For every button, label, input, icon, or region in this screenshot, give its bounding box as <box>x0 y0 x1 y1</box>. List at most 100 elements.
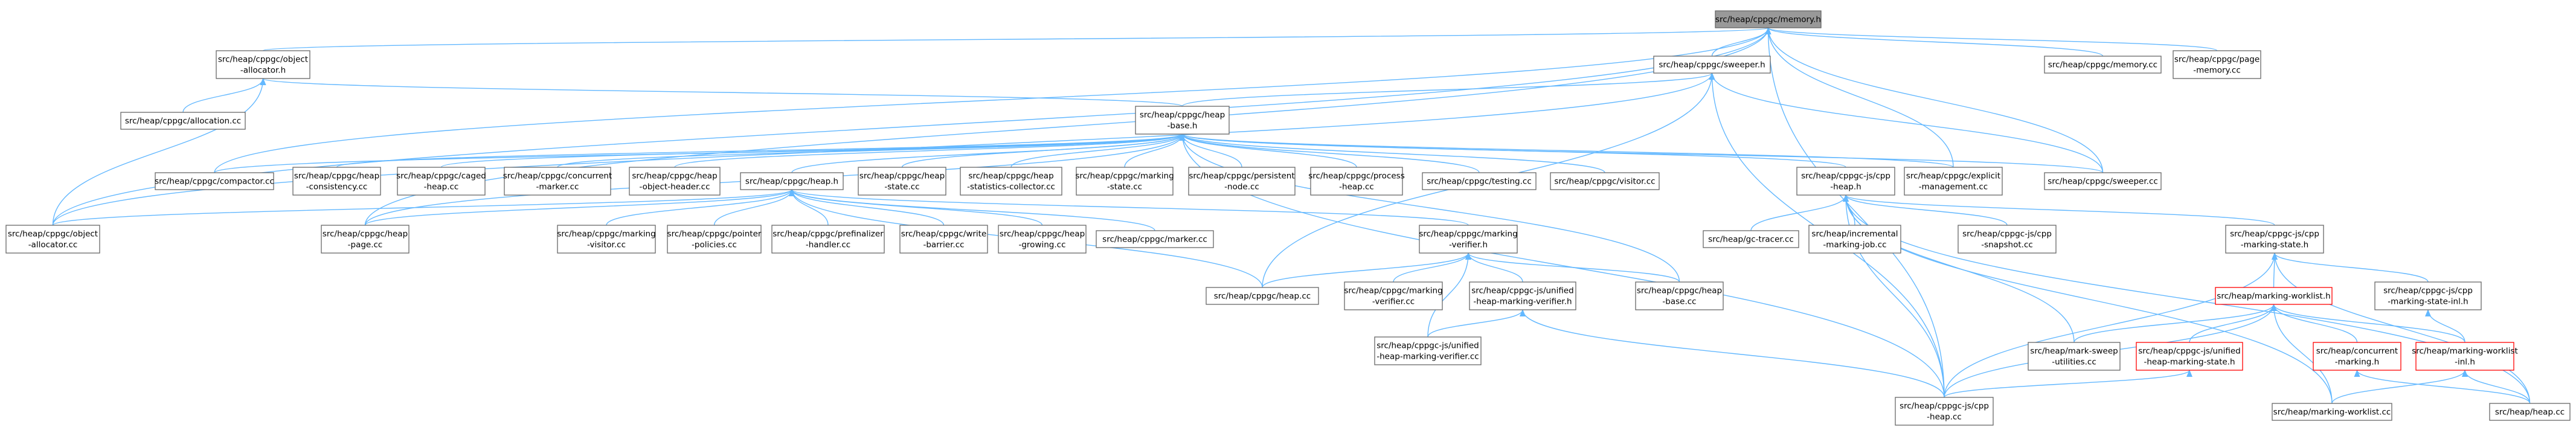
node-heap_page_cc[interactable]: src/heap/cppgc/heap-page.cc <box>321 225 410 254</box>
node-box[interactable] <box>1422 172 1537 190</box>
node-box[interactable] <box>1206 287 1319 305</box>
node-box[interactable] <box>1904 167 2003 196</box>
node-box[interactable] <box>321 225 410 254</box>
node-box[interactable] <box>2489 403 2571 421</box>
node-unified_verifier_h[interactable]: src/heap/cppgc-js/unified-heap-marking-v… <box>1469 281 1576 310</box>
node-marking_verifier_cc[interactable]: src/heap/cppgc/marking-verifier.cc <box>1344 281 1443 310</box>
node-box[interactable] <box>1310 167 1403 196</box>
node-visitor_cc[interactable]: src/heap/cppgc/visitor.cc <box>1550 172 1660 190</box>
node-box[interactable] <box>1653 56 1771 74</box>
node-mark_sweep_utilities_cc[interactable]: src/heap/mark-sweep-utilities.cc <box>2028 342 2121 371</box>
node-box[interactable] <box>998 225 1087 254</box>
node-sweeper_cc[interactable]: src/heap/cppgc/sweeper.cc <box>2044 172 2162 190</box>
node-unified_verifier_cc[interactable]: src/heap/cppgc-js/unified-heap-marking-v… <box>1374 336 1482 365</box>
node-cpp_marking_state_inl_h[interactable]: src/heap/cppgc-js/cpp-marking-state-inl.… <box>2374 281 2482 310</box>
node-box[interactable] <box>1374 336 1482 365</box>
node-marking_worklist_inl_h[interactable]: src/heap/marking-worklist-inl.h <box>2412 342 2518 371</box>
node-box[interactable] <box>1635 281 1724 310</box>
node-box[interactable] <box>858 167 946 196</box>
node-box[interactable] <box>2215 287 2333 305</box>
node-box[interactable] <box>899 225 988 254</box>
node-box[interactable] <box>2225 225 2324 254</box>
node-stats_collector_cc[interactable]: src/heap/cppgc/heap-statistics-collector… <box>960 167 1062 196</box>
node-pointer_policies_cc[interactable]: src/heap/cppgc/pointer-policies.cc <box>667 225 762 254</box>
node-heap_base_cc[interactable]: src/heap/cppgc/heap-base.cc <box>1635 281 1724 310</box>
node-box[interactable] <box>292 167 381 196</box>
node-incremental_marking_job_cc[interactable]: src/heap/incremental-marking-job.cc <box>1808 225 1901 254</box>
node-heap_base_h[interactable]: src/heap/cppgc/heap-base.h <box>1135 106 1230 135</box>
node-box[interactable] <box>1958 225 2057 254</box>
node-box[interactable] <box>2044 172 2162 190</box>
node-object_header_cc[interactable]: src/heap/cppgc/heap-object-header.cc <box>629 167 721 196</box>
node-heap_consistency_cc[interactable]: src/heap/cppgc/heap-consistency.cc <box>292 167 381 196</box>
node-box[interactable] <box>504 167 611 196</box>
node-box[interactable] <box>1796 167 1895 196</box>
node-write_barrier_cc[interactable]: src/heap/cppgc/write-barrier.cc <box>899 225 988 254</box>
node-allocation_cc[interactable]: src/heap/cppgc/allocation.cc <box>120 112 246 130</box>
node-marking_state_cc[interactable]: src/heap/cppgc/marking-state.cc <box>1075 167 1174 196</box>
node-box[interactable] <box>2136 342 2243 371</box>
node-box[interactable] <box>1344 281 1443 310</box>
node-memory_cc[interactable]: src/heap/cppgc/memory.cc <box>2044 56 2162 74</box>
node-explicit_mgmt_cc[interactable]: src/heap/cppgc/explicit-management.cc <box>1904 167 2003 196</box>
node-box[interactable] <box>1096 230 1214 248</box>
node-heap_cc[interactable]: src/heap/heap.cc <box>2489 403 2571 421</box>
node-box[interactable] <box>5 225 100 254</box>
node-persistent_node_cc[interactable]: src/heap/cppgc/persistent-node.cc <box>1188 167 1296 196</box>
node-box[interactable] <box>1550 172 1660 190</box>
node-box[interactable] <box>2313 342 2401 371</box>
node-object_allocator_cc[interactable]: src/heap/cppgc/object-allocator.cc <box>5 225 100 254</box>
node-box[interactable] <box>667 225 762 254</box>
node-cpp_snapshot_cc[interactable]: src/heap/cppgc-js/cpp-snapshot.cc <box>1958 225 2057 254</box>
node-marking_visitor_cc[interactable]: src/heap/cppgc/marking-visitor.cc <box>557 225 656 254</box>
node-box[interactable] <box>1895 397 1994 426</box>
node-heap_cc_cppgc[interactable]: src/heap/cppgc/heap.cc <box>1206 287 1319 305</box>
node-box[interactable] <box>1188 167 1296 196</box>
node-page_memory_cc[interactable]: src/heap/cppgc/page-memory.cc <box>2173 50 2261 79</box>
node-marker_cc[interactable]: src/heap/cppgc/marker.cc <box>1096 230 1214 248</box>
node-concurrent_marking_h[interactable]: src/heap/concurrent-marking.h <box>2313 342 2401 371</box>
node-object_allocator_h[interactable]: src/heap/cppgc/object-allocator.h <box>216 50 310 79</box>
node-heap_h[interactable]: src/heap/cppgc/heap.h <box>740 172 844 190</box>
node-box[interactable] <box>2028 342 2121 371</box>
node-box[interactable] <box>740 172 844 190</box>
node-prefinalizer_handler_cc[interactable]: src/heap/cppgc/prefinalizer-handler.cc <box>771 225 885 254</box>
node-box[interactable] <box>155 172 274 190</box>
node-box[interactable] <box>557 225 656 254</box>
node-cpp_marking_state_h[interactable]: src/heap/cppgc-js/cpp-marking-state.h <box>2225 225 2324 254</box>
node-unified_marking_state_h[interactable]: src/heap/cppgc-js/unified-heap-marking-s… <box>2136 342 2243 371</box>
node-sweeper_h[interactable]: src/heap/cppgc/sweeper.h <box>1653 56 1771 74</box>
node-box[interactable] <box>771 225 885 254</box>
node-heap_growing_cc[interactable]: src/heap/cppgc/heap-growing.cc <box>998 225 1087 254</box>
node-box[interactable] <box>397 167 486 196</box>
node-box[interactable] <box>1808 225 1901 254</box>
node-box[interactable] <box>1419 225 1518 254</box>
node-marking_worklist_h[interactable]: src/heap/marking-worklist.h <box>2215 287 2333 305</box>
node-caged_heap_cc[interactable]: src/heap/cppgc/caged-heap.cc <box>396 167 486 196</box>
node-box[interactable] <box>1135 106 1230 135</box>
node-marking_verifier_h[interactable]: src/heap/cppgc/marking-verifier.h <box>1419 225 1518 254</box>
node-gc_tracer_cc[interactable]: src/heap/gc-tracer.cc <box>1703 230 1799 248</box>
node-box[interactable] <box>216 50 310 79</box>
node-memory_h[interactable]: src/heap/cppgc/memory.h <box>1715 10 1822 28</box>
node-box[interactable] <box>2415 342 2514 371</box>
node-box[interactable] <box>960 167 1062 196</box>
node-testing_cc[interactable]: src/heap/cppgc/testing.cc <box>1422 172 1537 190</box>
node-box[interactable] <box>120 112 246 130</box>
node-box[interactable] <box>1715 10 1822 28</box>
node-marking_worklist_cc[interactable]: src/heap/marking-worklist.cc <box>2272 403 2392 421</box>
node-compactor_cc[interactable]: src/heap/cppgc/compactor.cc <box>155 172 274 190</box>
node-heap_state_cc[interactable]: src/heap/cppgc/heap-state.cc <box>858 167 946 196</box>
node-box[interactable] <box>1469 281 1576 310</box>
node-box[interactable] <box>2173 50 2261 79</box>
node-box[interactable] <box>2272 403 2392 421</box>
node-cpp_heap_cc[interactable]: src/heap/cppgc-js/cpp-heap.cc <box>1895 397 1994 426</box>
node-box[interactable] <box>2044 56 2162 74</box>
node-box[interactable] <box>1076 167 1174 196</box>
node-cpp_heap_h[interactable]: src/heap/cppgc-js/cpp-heap.h <box>1796 167 1895 196</box>
node-process_heap_cc[interactable]: src/heap/cppgc/process-heap.cc <box>1308 167 1405 196</box>
node-concurrent_marker_cc[interactable]: src/heap/cppgc/concurrent-marker.cc <box>503 167 612 196</box>
node-box[interactable] <box>2374 281 2482 310</box>
node-box[interactable] <box>629 167 721 196</box>
node-box[interactable] <box>1703 230 1799 248</box>
